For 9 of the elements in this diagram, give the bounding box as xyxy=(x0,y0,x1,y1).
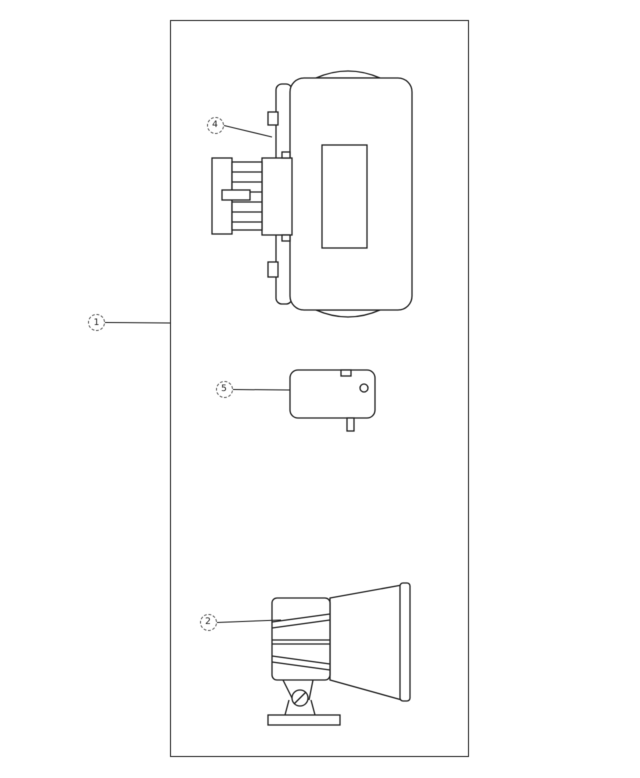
callout-number: 4 xyxy=(206,116,224,134)
callout-number: 2 xyxy=(200,614,216,630)
callout-number: 5 xyxy=(216,380,232,398)
frame-border xyxy=(170,20,469,757)
leader-line xyxy=(216,620,282,623)
callout-number: 1 xyxy=(88,314,105,331)
leader-line xyxy=(104,322,172,324)
leader-line xyxy=(224,125,272,138)
leader-line xyxy=(232,389,290,390)
